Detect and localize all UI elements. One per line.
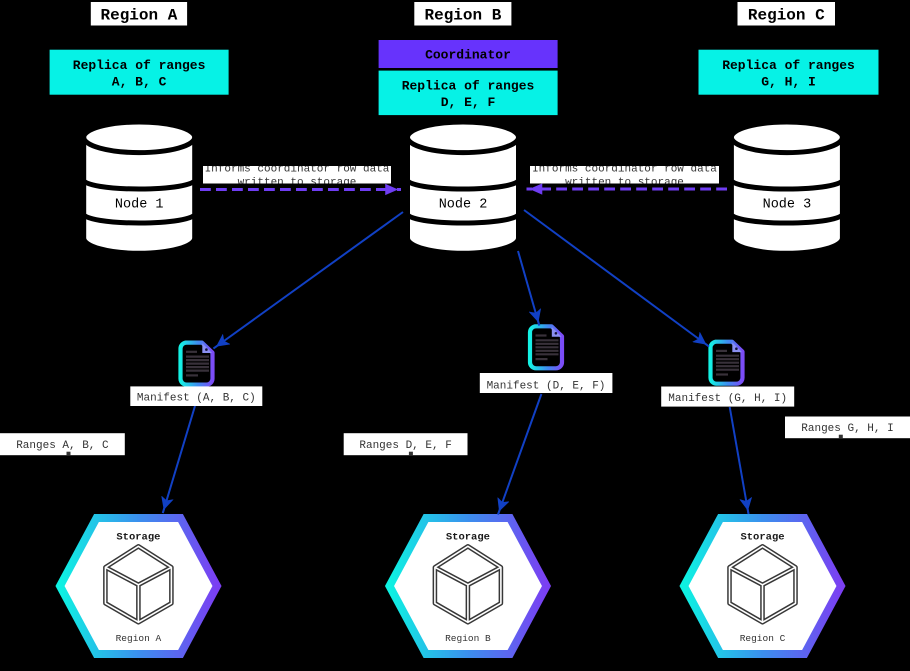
svg-text:Replica of ranges: Replica of ranges (722, 58, 855, 73)
svg-text:Replica of ranges: Replica of ranges (73, 58, 206, 73)
svg-text:Manifest (A, B, C): Manifest (A, B, C) (137, 393, 256, 405)
svg-text:Informs coordinator row data: Informs coordinator row data (205, 164, 390, 176)
svg-text:Region A: Region A (116, 633, 162, 644)
svg-text:Region C: Region C (748, 7, 825, 25)
svg-text:Storage: Storage (446, 532, 490, 544)
svg-text:Replica of ranges: Replica of ranges (402, 79, 535, 94)
svg-text:Region C: Region C (740, 633, 786, 644)
svg-text:Node 1: Node 1 (115, 198, 164, 213)
svg-text:Ranges A, B, C: Ranges A, B, C (16, 440, 109, 452)
svg-text:written to storage: written to storage (238, 177, 357, 189)
svg-text:Node 3: Node 3 (763, 198, 812, 213)
svg-text:Storage: Storage (740, 532, 784, 544)
svg-text:D, E, F: D, E, F (441, 95, 496, 110)
svg-text:Ranges D, E, F: Ranges D, E, F (359, 440, 451, 452)
svg-text:Coordinator: Coordinator (425, 48, 511, 63)
svg-text:Manifest (G, H, I): Manifest (G, H, I) (668, 393, 787, 405)
svg-text:Region B: Region B (424, 7, 501, 25)
svg-text:Node 2: Node 2 (439, 198, 488, 213)
svg-text:Region A: Region A (100, 7, 177, 25)
svg-text:written to storage: written to storage (565, 177, 684, 189)
svg-text:A, B, C: A, B, C (112, 75, 167, 90)
svg-text:Region B: Region B (445, 633, 491, 644)
svg-text:G, H, I: G, H, I (761, 75, 816, 90)
svg-text:Manifest (D, E, F): Manifest (D, E, F) (487, 380, 606, 392)
svg-text:Informs coordinator row data: Informs coordinator row data (532, 164, 717, 176)
svg-text:Ranges G, H, I: Ranges G, H, I (801, 423, 893, 435)
svg-text:Storage: Storage (116, 532, 160, 544)
